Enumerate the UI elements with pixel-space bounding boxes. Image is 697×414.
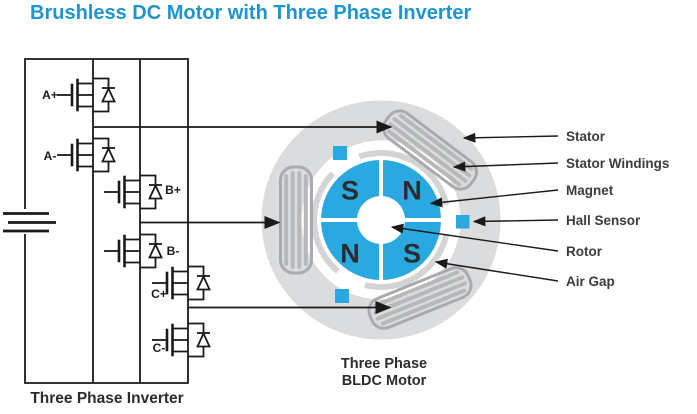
pole-label-top-right: N	[402, 176, 422, 206]
callout-label-air-gap: Air Gap	[566, 274, 615, 289]
transistor-label-c-plus: C+	[151, 287, 167, 301]
callout-line-hall-sensor	[472, 216, 559, 227]
stator-inner-ring	[311, 149, 450, 290]
callout-line-magnet	[429, 189, 559, 208]
mosfet-a-plus	[55, 77, 117, 113]
page-title: Brushless DC Motor with Three Phase Inve…	[30, 2, 471, 24]
mosfet-b-plus	[102, 174, 164, 210]
mosfet-b-minus	[102, 233, 164, 269]
motor-cross-section: S N N S	[261, 100, 501, 340]
transistor-label-a-minus: A-	[44, 149, 57, 163]
transistor-label-c-minus: C-	[153, 341, 166, 355]
transistor-label-b-minus: B-	[167, 244, 180, 258]
battery-icon	[3, 212, 56, 233]
callout-label-stator-windings: Stator Windings	[566, 156, 669, 171]
hall-sensor-bottom-left-icon	[335, 289, 349, 303]
pole-label-bottom-right: S	[403, 239, 421, 269]
transistor-label-a-plus: A+	[42, 88, 58, 102]
callout-line-stator-windings	[452, 161, 559, 172]
rotor-assembly: S N N S	[321, 160, 441, 280]
hall-sensor-top-left-icon	[333, 146, 347, 160]
hall-sensor-right-icon	[456, 215, 470, 229]
callout-label-magnet: Magnet	[566, 183, 614, 198]
inverter-caption: Three Phase Inverter	[30, 390, 183, 407]
dc-bus-outline	[24, 58, 189, 384]
callout-line-stator	[462, 132, 559, 143]
callout-label-rotor: Rotor	[566, 244, 603, 259]
callout-line-rotor	[390, 223, 559, 252]
callout-labels: Stator Stator Windings Magnet Hall Senso…	[566, 129, 669, 289]
pole-label-bottom-left: N	[340, 239, 360, 269]
callout-line-air-gap	[434, 258, 559, 282]
callout-lines	[390, 132, 559, 282]
transistor-label-b-plus: B+	[165, 183, 181, 197]
pole-label-top-left: S	[341, 176, 359, 206]
motor-caption-line2: BLDC Motor	[342, 373, 427, 389]
mosfet-a-minus	[55, 137, 117, 173]
inverter-circuit: A+ A- B+ B- C+ C-	[3, 58, 212, 384]
callout-label-hall-sensor: Hall Sensor	[566, 213, 641, 228]
callout-label-stator: Stator	[566, 129, 606, 144]
phase-output-lines	[93, 120, 393, 314]
motor-caption-line1: Three Phase	[341, 356, 427, 372]
rotor-shaft	[357, 196, 405, 244]
